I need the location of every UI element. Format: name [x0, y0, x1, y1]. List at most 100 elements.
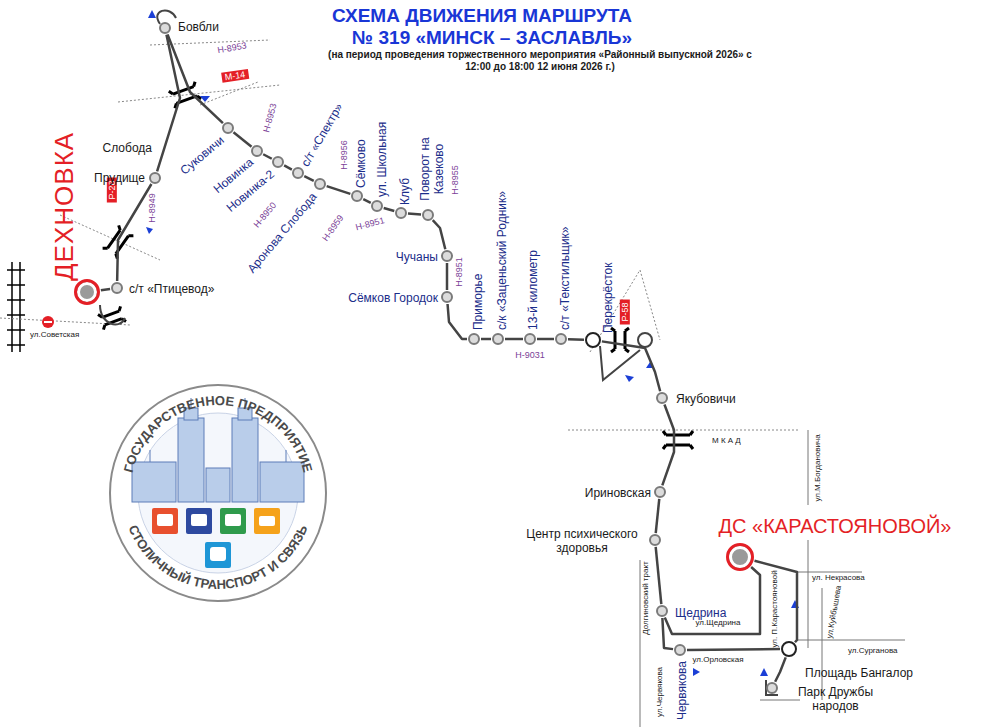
- stop-name: Слобода: [103, 142, 152, 156]
- stop-name: Суковичи: [178, 134, 227, 178]
- route-line: [448, 304, 467, 339]
- route-line: [568, 338, 584, 341]
- street-name: Долгиновский тракт: [641, 561, 650, 634]
- road-number: Н-8949: [147, 193, 157, 223]
- bus-stop: ул. Школьная: [371, 200, 383, 212]
- route-loop: [100, 10, 778, 695]
- bus-stop: Прудище: [149, 172, 161, 184]
- terminal-stop: ДЕХНОВКА: [74, 279, 100, 305]
- bus-stop: Центр психического здоровья: [649, 534, 661, 546]
- bus-stop: Ириновская: [654, 486, 666, 498]
- logo-text: СТОЛИЧНЫЙ ТРАНСПОРТ И СВЯЗЬ: [126, 523, 311, 593]
- street-name: ул.Советская: [30, 330, 79, 339]
- bus-stop: Перекрёсток: [585, 332, 601, 348]
- bus-stop: Новинка: [251, 145, 263, 157]
- bus-stop: Суковичи: [222, 122, 234, 134]
- stop-name: Парк Дружбы народов: [788, 686, 883, 714]
- stop-name: Бовбли: [178, 21, 219, 35]
- stop-name: ДЕХНОВКА: [50, 132, 80, 281]
- stop-name: с/к «Заценьский Родник»: [496, 191, 510, 330]
- bus-stop: с/т «Птицевод»: [111, 282, 123, 294]
- bus-stop: Поворот на Казеково: [422, 209, 434, 221]
- road-badge: Р-58: [620, 299, 630, 324]
- route-line: [408, 212, 421, 215]
- street-name: ул.М.Богдановича: [813, 434, 822, 501]
- stop-name: Перекрёсток: [602, 262, 616, 333]
- stop-name: Центр психического здоровья: [517, 528, 647, 556]
- stop-name: Прудище: [94, 172, 145, 186]
- bus-stop: Площадь Бангалор: [781, 641, 797, 657]
- stop-name: Щедрина: [675, 607, 726, 621]
- road-number: Н-8950: [252, 200, 279, 229]
- route-line: [433, 220, 446, 249]
- bus-stop: Сёмков Городок: [441, 291, 453, 303]
- stop-name: Площадь Бангалор: [805, 667, 913, 681]
- street-name: ул.Червякова: [655, 667, 664, 717]
- terminal-stop: ДС «КАРАСТОЯНОВОЙ»: [726, 543, 754, 571]
- bus-stop: Парк Дружбы народов: [766, 682, 778, 694]
- route-line: [481, 338, 491, 341]
- street-name: ул. Некрасова: [812, 573, 865, 582]
- route-line: [304, 176, 313, 181]
- map-caption: (на период проведения торжественного мер…: [320, 49, 760, 72]
- stop-name: Якубовичи: [676, 393, 736, 407]
- bus-stop: с/к «Заценьский Родник»: [492, 333, 504, 345]
- stop-name: Чучаны: [396, 251, 438, 265]
- bus-stop: Бовбли: [159, 22, 171, 34]
- bus-stop: Якубовичи: [656, 392, 668, 404]
- road-badge: М-14: [221, 69, 249, 83]
- street-name: ул.Куйбышева: [825, 585, 843, 639]
- stop-name: Сёмково: [355, 139, 369, 188]
- bus-stop: Приморье: [468, 333, 480, 345]
- road-number: Н-8951: [354, 215, 385, 233]
- route-line: [537, 338, 554, 341]
- stop-name: с/т «Текстильщик»: [559, 226, 573, 330]
- route-line: [687, 648, 780, 651]
- route-line: [384, 208, 395, 211]
- bus-stop: Щедрина: [656, 605, 668, 617]
- route-line: [233, 132, 251, 146]
- road-number: Н-8956: [339, 140, 349, 170]
- stop-name: Червякова: [676, 661, 690, 720]
- route-line: [284, 165, 292, 169]
- stop-name: с/т «Птицевод»: [129, 283, 214, 297]
- stop-name: ул. Школьная: [376, 122, 390, 197]
- map-title: СХЕМА ДВИЖЕНИЯ МАРШРУТА: [332, 5, 632, 27]
- bus-stop: Клуб: [395, 207, 407, 219]
- bus-stop: Новинка-2: [272, 156, 284, 168]
- street-name: ул.Сурганова: [848, 646, 898, 655]
- logo-text: ГОСУДАРСТВЕННОЕ ПРЕДПРИЯТИЕ: [121, 393, 316, 474]
- route-line: [775, 657, 786, 681]
- route-line: [168, 35, 223, 124]
- road-lines: [0, 40, 800, 430]
- route-line: [327, 186, 351, 194]
- route-line: [656, 547, 662, 604]
- street-name: ул.Орловская: [693, 655, 744, 664]
- road-number: Н-8951: [454, 257, 464, 287]
- street-lines: [640, 430, 905, 727]
- street-name: М К А Д: [712, 436, 741, 445]
- route-line: [446, 263, 449, 290]
- stop-name: Поворот на Казеково: [419, 132, 447, 206]
- railway: [7, 262, 25, 352]
- stop-name: с/т «Спектр»: [299, 101, 346, 169]
- stop-name: Сёмков Городок: [348, 292, 438, 306]
- road-number: Н-8955: [450, 165, 460, 195]
- route-line: [656, 499, 660, 533]
- bus-stop: с/т «Спектр»: [292, 167, 304, 179]
- bus-stop: 13-й километр: [524, 333, 536, 345]
- road-number: Н-9031: [515, 350, 545, 360]
- route-line: [662, 405, 674, 486]
- road-number: Н-8953: [261, 102, 279, 133]
- bus-stop: Чучаны: [441, 250, 453, 262]
- route-line: [363, 199, 370, 203]
- route-line: [665, 567, 760, 634]
- route-line: [505, 338, 523, 341]
- stop-name: Аронова Слобода: [245, 191, 320, 277]
- stop-name: 13-й километр: [527, 250, 541, 330]
- bus-stop: Червякова: [674, 644, 686, 656]
- stop-name: Ириновская: [585, 487, 651, 501]
